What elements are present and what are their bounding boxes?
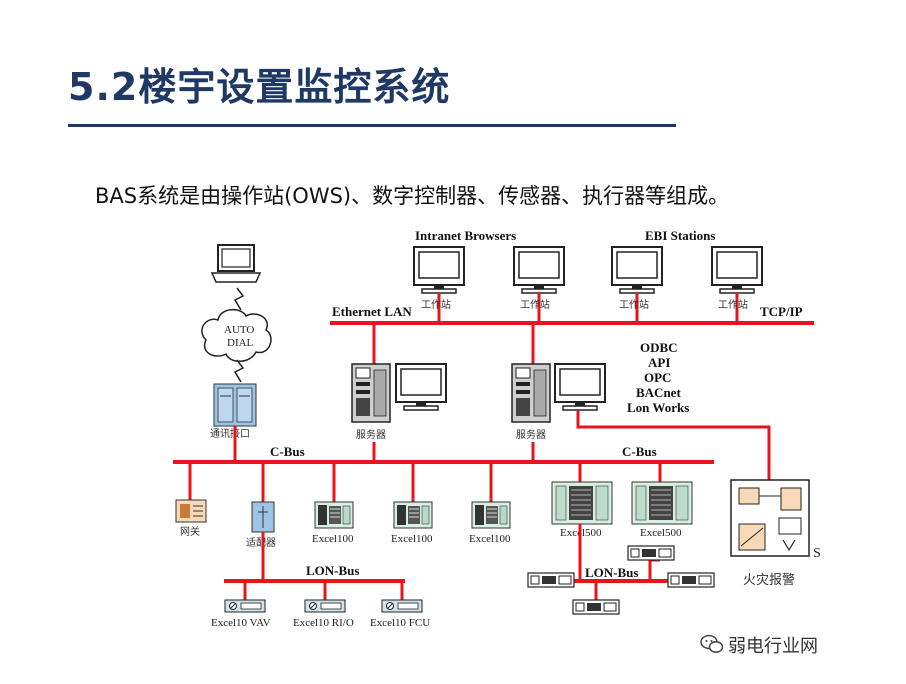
- auto-dial-label-2: DIAL: [227, 337, 254, 349]
- fire-alarm-s-mark: S: [813, 546, 821, 561]
- excel100-label-3: Excel100: [469, 533, 511, 545]
- adapter-icon: [251, 501, 275, 533]
- excel100-label-2: Excel100: [391, 533, 433, 545]
- c-bus-label-right: C-Bus: [622, 444, 657, 459]
- workstation-label-1: 工作站: [421, 298, 451, 311]
- workstation-label-3: 工作站: [619, 298, 649, 311]
- gateway-icon: [175, 499, 207, 523]
- auto-dial-label-1: AUTO: [224, 324, 254, 336]
- page-subtitle: BAS系统是由操作站(OWS)、数字控制器、传感器、执行器等组成。: [95, 184, 730, 208]
- excel10-vav-controller: [224, 599, 266, 613]
- excel10-fcu-label: Excel10 FCU: [370, 617, 430, 629]
- adapter-label: 适配器: [246, 537, 276, 549]
- auto-dial-cloud-icon: [201, 308, 272, 362]
- fire-alarm-label: 火灾报警: [743, 572, 795, 588]
- excel10-rio-controller: [304, 599, 346, 613]
- workstation-1: [413, 246, 465, 294]
- fire-alarm-panel-icon: [730, 479, 810, 557]
- excel10-rio-label: Excel10 RI/O: [293, 617, 354, 629]
- server-label-2: 服务器: [516, 428, 546, 441]
- excel500-label-2: Excel500: [640, 527, 682, 539]
- protocol-api: API: [648, 355, 670, 370]
- server-2-monitor: [554, 363, 606, 411]
- gateway-label: 网关: [180, 525, 200, 538]
- lon-bus-label-right: LON-Bus: [585, 565, 638, 580]
- protocol-lonworks: Lon Works: [627, 400, 689, 415]
- protocol-odbc: ODBC: [640, 340, 678, 355]
- excel10-fcu-controller: [381, 599, 423, 613]
- excel10-vav-label: Excel10 VAV: [211, 617, 271, 629]
- lon-node-4: [572, 599, 620, 615]
- server-1: [351, 363, 391, 423]
- workstation-4: [711, 246, 763, 294]
- wechat-icon: [700, 634, 724, 653]
- ebi-stations-label: EBI Stations: [645, 228, 715, 243]
- excel100-controller-2: [393, 501, 433, 529]
- protocol-bacnet: BACnet: [636, 385, 681, 400]
- workstation-label-4: 工作站: [718, 298, 748, 311]
- remote-laptop-icon: [210, 244, 262, 283]
- excel500-controller-2: [631, 481, 693, 525]
- watermark-text: 弱电行业网: [728, 636, 818, 657]
- server-label-1: 服务器: [356, 428, 386, 441]
- workstation-2: [513, 246, 565, 294]
- ethernet-lan-label: Ethernet LAN: [332, 304, 412, 319]
- excel100-controller-3: [471, 501, 511, 529]
- comm-interface-label: 通讯接口: [210, 427, 250, 440]
- protocol-opc: OPC: [644, 370, 671, 385]
- excel100-controller-1: [314, 501, 354, 529]
- protocol-list: ODBC API OPC BACnet Lon Works: [627, 340, 689, 415]
- workstation-3: [611, 246, 663, 294]
- page-title: 5.2楼宇设置监控系统: [68, 65, 451, 109]
- server-2: [511, 363, 551, 423]
- lon-bus-label-left: LON-Bus: [306, 563, 359, 578]
- c-bus-label-left: C-Bus: [270, 444, 305, 459]
- lon-node-3: [667, 572, 715, 588]
- server-1-monitor: [395, 363, 447, 411]
- tcpip-label: TCP/IP: [760, 304, 803, 319]
- comm-interface-icon: [213, 383, 257, 427]
- excel500-controller-1: [551, 481, 613, 525]
- excel100-label-1: Excel100: [312, 533, 354, 545]
- workstation-label-2: 工作站: [520, 298, 550, 311]
- lon-node-2: [527, 572, 575, 588]
- title-divider: [68, 124, 676, 127]
- intranet-browsers-label: Intranet Browsers: [415, 228, 516, 243]
- lon-node-1: [627, 545, 675, 561]
